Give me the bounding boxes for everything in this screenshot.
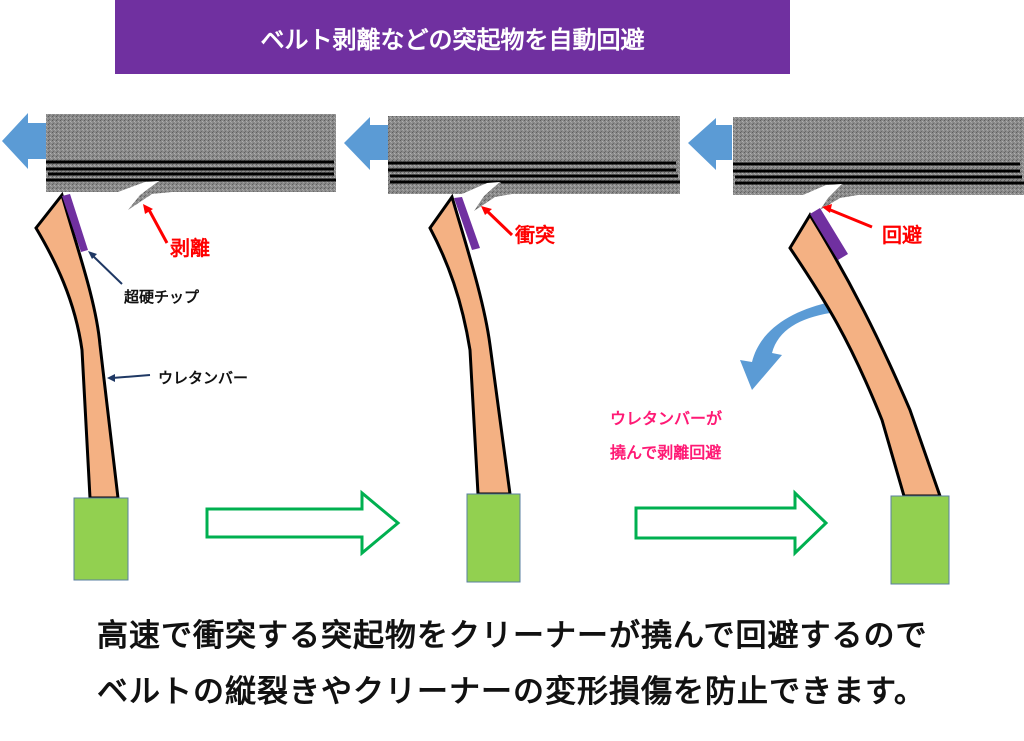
collision-pointer — [484, 208, 514, 237]
flex-note-line2: 撓んで剥離回避 — [610, 443, 721, 462]
carbide-tip — [810, 208, 848, 260]
step-arrow — [634, 489, 829, 557]
peel-pointer — [146, 207, 169, 244]
belt — [46, 114, 336, 210]
title-banner: ベルト剥離などの突起物を自動回避 — [115, 0, 790, 74]
caption-line-2: ベルトの縦裂きやクリーナーの変形損傷を防止できます。 — [97, 674, 926, 710]
flex-direction-arrow — [740, 303, 830, 390]
panel-collision: 衝突 — [344, 116, 680, 583]
carbide-tip — [454, 197, 480, 250]
avoidance-pointer — [827, 207, 873, 229]
label-collision: 衝突 — [514, 223, 555, 247]
label-carbide-tip: 超硬チップ — [123, 288, 200, 306]
title-text: ベルト剥離などの突起物を自動回避 — [260, 25, 645, 54]
belt-direction-arrow — [688, 118, 732, 170]
tip-pointer — [91, 254, 123, 285]
urethane-bar — [788, 212, 943, 498]
belt — [388, 116, 680, 211]
belt-direction-arrow — [2, 113, 46, 169]
holder-block — [890, 495, 950, 585]
flex-note-line1: ウレタンバーが — [610, 409, 722, 428]
belt-direction-arrow — [344, 117, 388, 170]
caption-line-1: 高速で衝突する突起物をクリーナーが撓んで回避するので — [97, 618, 928, 654]
label-urethane-bar: ウレタンバー — [158, 369, 248, 387]
carbide-tip — [62, 194, 88, 252]
step-arrow — [205, 489, 401, 557]
bar-pointer — [111, 374, 151, 379]
label-peeling: 剥離 — [170, 236, 210, 260]
panel-avoidance: 回避 ウレタンバーが 撓んで剥離回避 — [610, 117, 1024, 585]
holder-block — [73, 497, 129, 581]
panel-peeling: 剥離 超硬チップ ウレタンバー — [2, 113, 336, 581]
urethane-bar — [34, 191, 120, 500]
label-avoidance: 回避 — [882, 223, 922, 247]
belt — [733, 117, 1024, 210]
urethane-bar — [428, 193, 512, 496]
holder-block — [466, 493, 521, 583]
